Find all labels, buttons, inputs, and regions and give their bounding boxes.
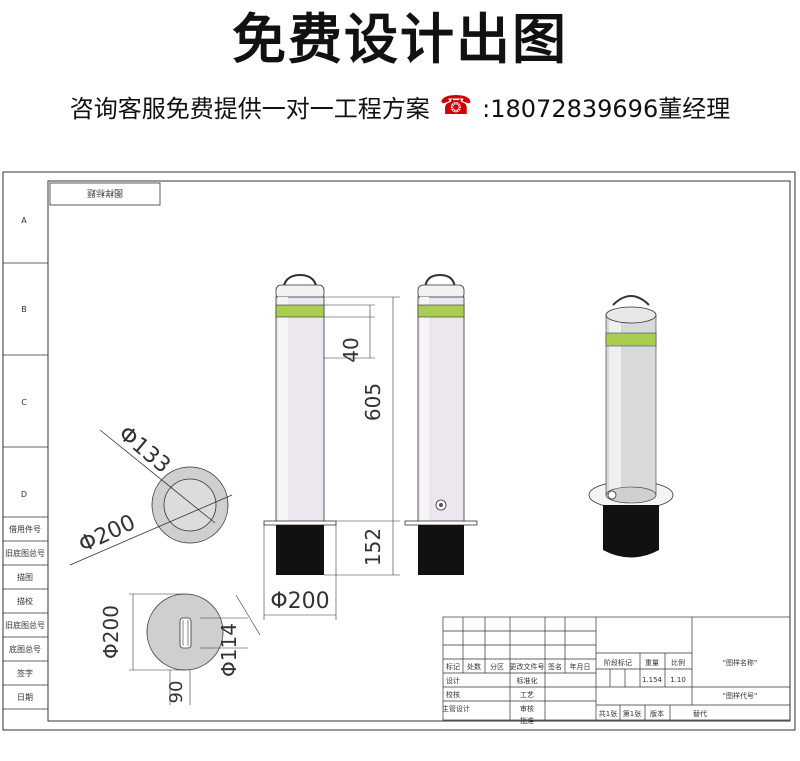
- consult-text: 咨询客服免费提供一对一工程方案: [69, 94, 430, 123]
- table-cell: 审核: [520, 704, 534, 713]
- side-label: 签字: [17, 668, 33, 678]
- drawing-name: "图样名称": [723, 658, 757, 667]
- telephone-icon: ☎: [439, 91, 473, 121]
- side-label: 描图: [17, 572, 33, 582]
- dimension-w90: 90: [166, 681, 187, 704]
- table-cell: 版本: [650, 709, 664, 718]
- grid-letter-c: C: [21, 398, 27, 407]
- isometric-view: [588, 295, 674, 558]
- table-cell: 工艺: [520, 691, 534, 699]
- table-cell: 第1张: [623, 709, 641, 718]
- dimension-h152: 152: [361, 528, 385, 566]
- front-view: [263, 273, 337, 575]
- side-label: 描校: [17, 596, 33, 606]
- dimension-d200-base: Φ200: [270, 589, 329, 614]
- bottom-dimensions: [129, 593, 261, 705]
- dimension-d133: Φ133: [113, 421, 175, 478]
- side-label: 底图总号: [9, 644, 41, 654]
- top-view: [69, 429, 233, 566]
- front-dimensions: [263, 296, 400, 620]
- drawing-inner-frame: [47, 180, 791, 722]
- table-cell: 签名: [548, 662, 562, 671]
- table-cell: 1.154: [642, 676, 663, 684]
- grid-letter-b: B: [21, 305, 27, 314]
- table-cell: 重量: [645, 659, 659, 667]
- page-title: 免费设计出图: [232, 8, 568, 71]
- side-view: [404, 273, 478, 575]
- grid-letter-a: A: [21, 216, 27, 225]
- drawing-code: "图样代号": [723, 691, 757, 700]
- table-cell: 校核: [446, 690, 460, 699]
- table-cell: 1.10: [670, 676, 686, 684]
- table-cell: 更改文件号: [510, 662, 545, 671]
- title-label-text: 图样标题: [87, 187, 123, 199]
- table-cell: 处数: [467, 662, 481, 671]
- dimension-h40: 40: [339, 337, 363, 362]
- table-cell: 设计: [446, 676, 460, 685]
- left-grid: [3, 262, 48, 710]
- grid-letter-d: D: [21, 490, 27, 499]
- side-label: 借用件号: [9, 524, 41, 534]
- bottom-view: [146, 593, 224, 671]
- table-cell: 年月日: [570, 662, 591, 671]
- table-cell: 批准: [520, 716, 534, 725]
- side-label: 旧底图总号: [5, 620, 45, 630]
- table-cell: 共1张: [599, 709, 617, 718]
- table-cell: 标记: [446, 662, 460, 671]
- table-cell: 阶段标记: [604, 658, 632, 667]
- table-cell: 主管设计: [442, 704, 470, 713]
- dimension-d114: Φ114: [217, 623, 241, 677]
- dimension-h605: 605: [361, 383, 385, 421]
- table-cell: 标准化: [517, 676, 538, 685]
- phone-number: :18072839696董经理: [482, 94, 731, 123]
- dimension-d200-top: Φ200: [75, 510, 139, 558]
- side-label: 日期: [17, 693, 33, 702]
- drawing-frame: [2, 171, 796, 731]
- side-label: 旧底图总号: [5, 548, 45, 558]
- table-cell: 比例: [671, 658, 685, 667]
- table-cell: 替代: [693, 709, 707, 718]
- dimension-d200-bottom: Φ200: [99, 605, 123, 659]
- title-label-box: [49, 182, 161, 206]
- table-cell: 分区: [490, 662, 504, 671]
- title-block: [442, 616, 791, 721]
- engineering-drawing: 图样标题 A B C D 借用件号 旧底图总号 描图 描校 旧底图总号 底图总号…: [2, 171, 796, 731]
- consultation-line: 咨询客服免费提供一对一工程方案 ☎ :18072839696董经理: [0, 88, 800, 124]
